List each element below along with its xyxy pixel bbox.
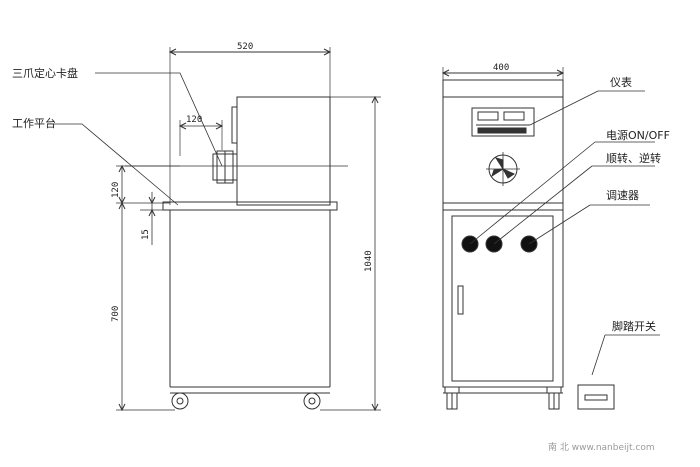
- label-pedal: 脚踏开关: [612, 319, 656, 333]
- dim-120-chuck: 120: [186, 115, 202, 125]
- foot-pedal-switch: [577, 334, 660, 410]
- label-power: 电源ON/OFF: [606, 128, 670, 142]
- label-meter: 仪表: [610, 75, 632, 89]
- label-direction: 顺转、逆转: [606, 151, 661, 165]
- front-view: [441, 67, 655, 410]
- label-chuck: 三爪定心卡盘: [12, 66, 78, 80]
- dim-700: 700: [111, 306, 121, 322]
- side-labels: 三爪定心卡盘 工作平台 520 120 120 15 700 1040: [12, 42, 374, 322]
- dim-15: 15: [141, 229, 151, 240]
- side-view: [48, 47, 381, 412]
- dim-400: 400: [493, 63, 509, 73]
- watermark: 南 北 www.nanbeijt.com: [548, 441, 655, 453]
- dim-120-vertical: 120: [111, 182, 121, 198]
- dim-1040: 1040: [364, 250, 374, 272]
- label-platform: 工作平台: [12, 116, 56, 130]
- front-labels: 400 仪表 电源ON/OFF 顺转、逆转 调速器 脚踏开关: [493, 63, 670, 333]
- label-governor: 调速器: [606, 189, 639, 202]
- dim-520: 520: [237, 42, 253, 52]
